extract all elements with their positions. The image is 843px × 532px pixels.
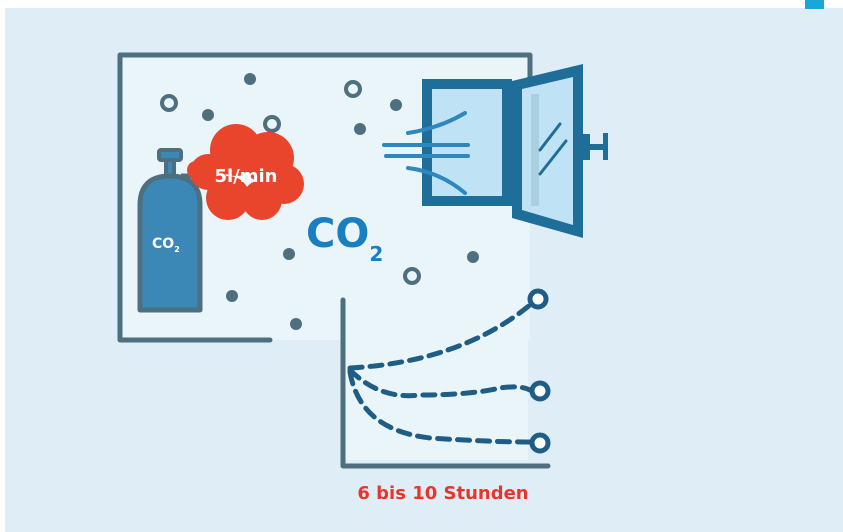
room-co2-label: CO2	[306, 211, 383, 266]
window	[422, 64, 608, 238]
gas-cloud	[187, 124, 304, 220]
co2-bottle	[137, 148, 203, 313]
co2-particles-ring	[160, 80, 421, 285]
decay-curves	[347, 302, 533, 445]
duration-caption: 6 bis 10 Stunden	[357, 483, 528, 504]
corner-accent	[805, 0, 824, 9]
flow-rate-label: 5l/min	[214, 166, 277, 187]
curve-end-markers	[527, 288, 551, 454]
co2-particles-filled	[202, 73, 479, 330]
airflow-lines	[382, 111, 470, 195]
bottle-label: CO2	[152, 236, 180, 254]
room-walls	[117, 52, 551, 469]
